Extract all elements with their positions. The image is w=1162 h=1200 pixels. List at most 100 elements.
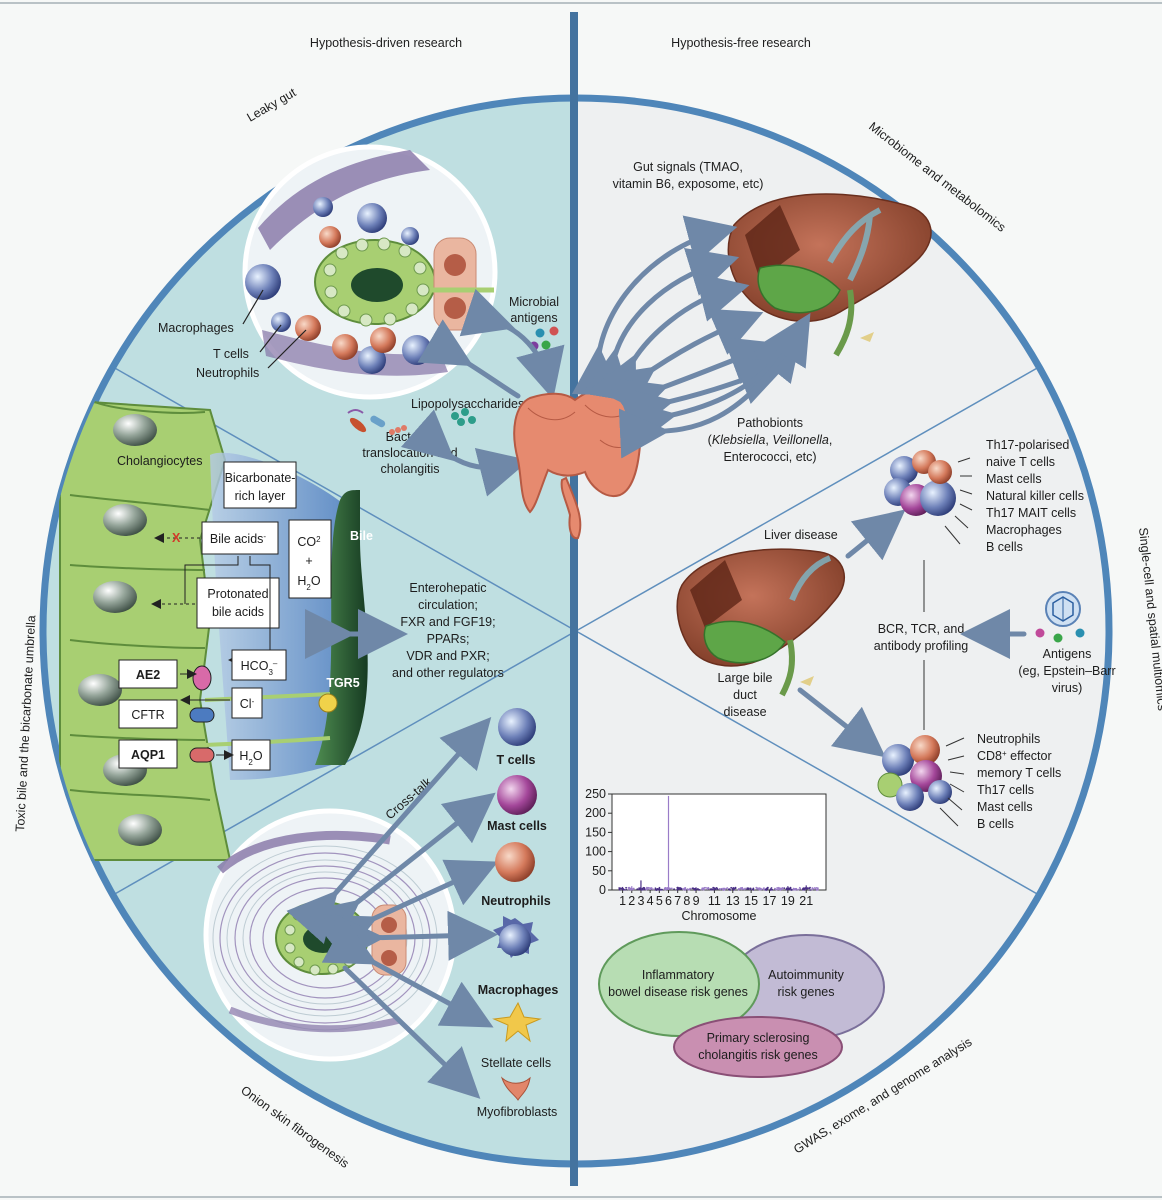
label-protonated-2: bile acids — [212, 605, 264, 619]
manhattan-point — [788, 887, 791, 890]
manhattan-point — [771, 888, 774, 891]
label-auto-2: risk genes — [778, 985, 835, 999]
lower-cluster-pointers — [939, 737, 965, 827]
y-tick-label: 50 — [592, 864, 606, 878]
onion-label-macrophages: Macrophages — [478, 983, 559, 997]
manhattan-point — [719, 888, 722, 891]
bacteria-icons — [347, 409, 407, 435]
manhattan-point — [792, 887, 795, 890]
upper-cell-3: Mast cells — [986, 472, 1042, 486]
label-ibd-2: bowel disease risk genes — [608, 985, 748, 999]
label-ae2: AE2 — [136, 668, 160, 682]
manhattan-point — [684, 888, 687, 890]
label-co2-text: CO — [297, 535, 316, 549]
manhattan-point — [708, 887, 710, 890]
manhattan-point — [809, 886, 811, 889]
manhattan-point — [711, 888, 714, 891]
header-hypothesis-free: Hypothesis-free research — [671, 36, 811, 50]
manhattan-point — [636, 888, 639, 890]
manhattan-point — [625, 888, 628, 891]
manhattan-point — [742, 888, 744, 890]
manhattan-point — [783, 887, 786, 890]
cftr-channel — [189, 707, 215, 723]
manhattan-point — [803, 889, 806, 891]
pointer-macrophages — [242, 289, 264, 325]
x-tick-label: 5 — [656, 894, 663, 908]
label-hco3-text: HCO — [241, 659, 269, 673]
x-tick-label: 3 — [637, 894, 644, 908]
manhattan-point — [625, 886, 627, 889]
arrow-liver-lower-cluster — [797, 687, 886, 758]
box-ae2 — [118, 659, 178, 689]
label-enterohepatic-3: FXR and FGF19; — [400, 615, 495, 629]
label-hco3: HCO3– — [241, 659, 278, 677]
y-tick-label: 100 — [585, 845, 606, 859]
manhattan-point — [728, 888, 731, 891]
venn-psc — [673, 1016, 843, 1078]
label-hco3-sub: 3 — [268, 668, 273, 677]
manhattan-point — [706, 887, 709, 890]
label-h2o: H2O — [239, 749, 262, 767]
label-cl-text: Cl — [240, 697, 252, 711]
label-pathobionts-species: (Klebsiella, Veillonella, — [708, 433, 833, 447]
label-bicarbonate-1: Bicarbonate- — [225, 471, 296, 485]
manhattan-point — [746, 887, 749, 890]
upper-cell-5: Th17 MAIT cells — [986, 506, 1076, 520]
label-gut-signals-2: vitamin B6, exposome, etc) — [613, 177, 764, 191]
manhattan-point — [645, 888, 648, 891]
manhattan-point — [802, 887, 804, 890]
label-liver-disease: Liver disease — [764, 528, 838, 542]
label-cholangiocytes: Cholangiocytes — [117, 454, 202, 468]
onion-cell-labels: T cells Mast cells Neutrophils Macrophag… — [477, 753, 559, 1119]
pointer-t-cells — [259, 324, 282, 353]
icon-neutrophil — [495, 842, 535, 882]
manhattan-point — [655, 889, 658, 891]
x-tick-label: 2 — [628, 894, 635, 908]
manhattan-point — [703, 888, 705, 891]
liver-top — [727, 193, 932, 357]
manhattan-point — [715, 887, 718, 889]
manhattan-point — [618, 888, 621, 890]
box-bicarbonate — [223, 461, 297, 509]
box-bile-acids — [201, 521, 279, 555]
manhattan-point — [815, 889, 818, 891]
manhattan-point — [709, 888, 712, 891]
enterohepatic-text: Enterohepatic circulation; FXR and FGF19… — [392, 581, 504, 680]
lower-cell-2-plus: + — [1002, 749, 1007, 758]
label-profiling-1: BCR, TCR, and — [878, 622, 965, 636]
y-tick-label: 150 — [585, 825, 606, 839]
x-tick-label: 15 — [744, 894, 758, 908]
manhattan-point — [740, 887, 743, 889]
label-co2-sup: 2 — [316, 535, 321, 544]
lower-cell-list: Neutrophils CD8+ effector memory T cells… — [977, 732, 1061, 831]
box-co2-h2o — [288, 519, 332, 599]
label-enterohepatic-6: and other regulators — [392, 666, 504, 680]
lower-cell-2: CD8+ effector — [977, 749, 1052, 764]
icon-t-cell — [498, 708, 536, 746]
manhattan-point — [726, 887, 729, 889]
label-klebsiella: Klebsiella — [712, 433, 766, 447]
icon-macrophage — [493, 916, 539, 958]
manhattan-point — [670, 887, 673, 890]
icon-myofibroblast — [500, 1076, 531, 1101]
header-hypothesis-driven: Hypothesis-driven research — [310, 36, 462, 50]
manhattan-point — [769, 888, 772, 891]
label-h2o-h: H — [239, 749, 248, 763]
manhattan-point — [654, 887, 657, 890]
divider-right-lower — [575, 630, 1040, 896]
lower-cell-6: B cells — [977, 817, 1014, 831]
lower-cell-cluster — [877, 735, 952, 811]
manhattan-point — [701, 887, 704, 890]
label-macrophages: Macrophages — [158, 321, 234, 335]
lower-cell-5: Mast cells — [977, 800, 1033, 814]
manhattan-point — [723, 888, 726, 891]
manhattan-point — [765, 888, 768, 890]
upper-cell-list: Th17-polarised naive T cells Mast cells … — [986, 438, 1084, 554]
box-cftr — [118, 699, 178, 729]
x-tick-label: 11 — [708, 894, 721, 908]
label-h2o-sub: 2 — [248, 758, 253, 767]
manhattan-point — [797, 888, 799, 891]
manhattan-point — [652, 888, 655, 891]
lower-cell-1: Neutrophils — [977, 732, 1040, 746]
